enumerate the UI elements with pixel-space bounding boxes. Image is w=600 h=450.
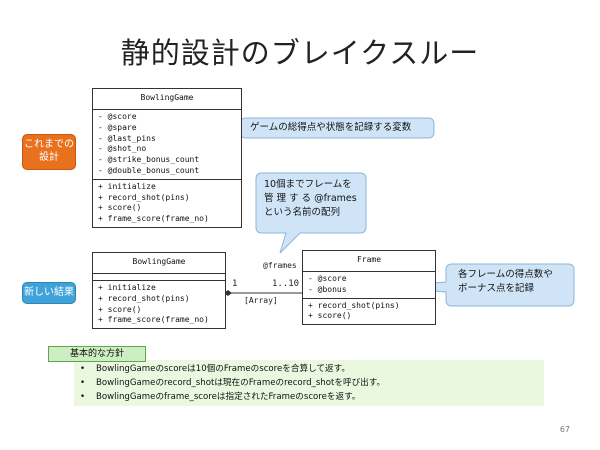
multiplicity-left: 1 [232, 279, 238, 289]
methods-section: + initialize + record_shot(pins) + score… [93, 280, 225, 328]
old-design-tag: これまでの 設計 [22, 134, 76, 170]
new-bowlinggame-class: BowlingGame + initialize + record_shot(p… [92, 252, 226, 330]
attributes-section: - @score - @bonus [303, 272, 435, 298]
class-name: Frame [303, 251, 435, 272]
method: + frame_score(frame_no) [98, 214, 209, 224]
method: + record_shot(pins) [308, 300, 400, 310]
old-design-note: ゲームの総得点や状態を記録する変数 [250, 122, 412, 133]
association-constraint: [Array] [244, 296, 278, 305]
attributes-section: - @score - @spare - @last_pins - @shot_n… [93, 110, 241, 179]
frames-note: 10個までフレームを 管 理 す る @frames という名前の配列 [264, 179, 357, 218]
attribute: - @bonus [308, 284, 347, 294]
aggregation-diamond [224, 290, 232, 296]
method: + frame_score(frame_no) [98, 315, 209, 325]
attribute: - @shot_no [98, 144, 147, 154]
method: + score() [98, 203, 142, 213]
method: + score() [98, 304, 142, 314]
attribute: - @score [308, 274, 347, 283]
method: + record_shot(pins) [98, 293, 190, 303]
attribute: - @double_bonus_count [98, 165, 200, 175]
class-name: BowlingGame [93, 89, 241, 110]
attribute: - @last_pins [98, 133, 156, 143]
frame-note: 各フレームの得点数や ボーナス点を記録 [458, 269, 553, 294]
old-bowlinggame-class: BowlingGame - @score - @spare - @last_pi… [92, 88, 242, 228]
association-role: @frames [263, 261, 297, 270]
policy-heading: 基本的な方針 [48, 346, 146, 362]
methods-section: + record_shot(pins) + score() [303, 297, 435, 325]
multiplicity-right: 1..10 [272, 279, 300, 289]
methods-section: + initialize + record_shot(pins) + score… [93, 178, 241, 227]
frames-callout-shape [255, 172, 367, 254]
policy-item: BowlingGameのrecord_shotは現在のFrameのrecord_… [80, 376, 544, 390]
method: + record_shot(pins) [98, 192, 190, 202]
attribute: - @spare [98, 122, 137, 132]
method: + score() [308, 311, 352, 321]
frame-callout-shape [379, 263, 575, 307]
policy-box: BowlingGameのscoreは10個のFrameのscoreを合算して返す… [74, 360, 544, 406]
attribute: - @score [98, 112, 137, 121]
method: + initialize [98, 181, 156, 191]
attribute: - @strike_bonus_count [98, 155, 200, 165]
policy-item: BowlingGameのscoreは10個のFrameのscoreを合算して返す… [80, 362, 544, 376]
method: + initialize [98, 283, 156, 292]
slide-title: 静的設計のブレイクスルー [120, 36, 480, 70]
frame-class: Frame - @score - @bonus + record_shot(pi… [302, 250, 436, 326]
class-name: BowlingGame [93, 253, 225, 274]
page-number: 67 [559, 425, 570, 434]
new-design-tag: 新しい結果 [22, 282, 76, 304]
policy-item: BowlingGameのframe_scoreは指定されたFrameのscore… [80, 390, 544, 404]
policy-list: BowlingGameのscoreは10個のFrameのscoreを合算して返す… [74, 360, 544, 404]
